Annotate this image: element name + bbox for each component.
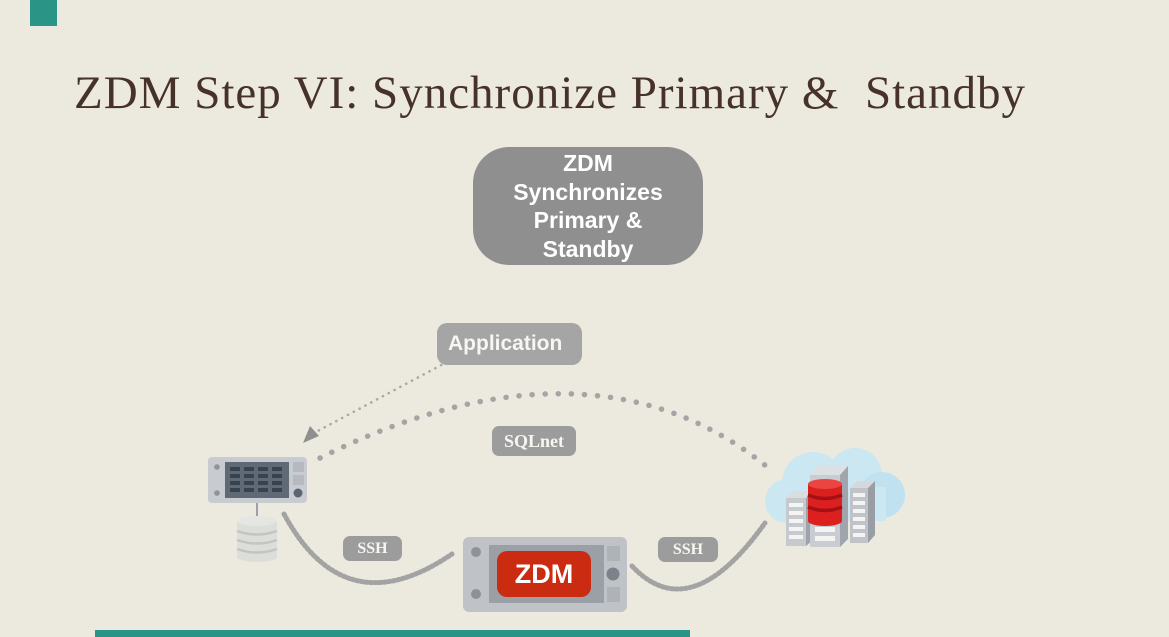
ssh-left-label: SSH xyxy=(343,536,402,561)
teal-accent-bar xyxy=(95,630,690,637)
teal-accent-square xyxy=(30,0,57,26)
application-label: Application xyxy=(437,323,582,365)
page-title: ZDM Step VI: Synchronize Primary & Stand… xyxy=(74,67,1027,119)
ssh-right-label: SSH xyxy=(658,537,718,562)
zdm-label: ZDM xyxy=(515,559,573,589)
database-cylinder-icon xyxy=(236,516,278,562)
sqlnet-label: SQLnet xyxy=(492,426,576,456)
process-step-line: Synchronizes xyxy=(513,178,663,205)
ssh-left-connector xyxy=(281,511,455,586)
zdm-appliance-icon: ZDM xyxy=(463,537,627,612)
server-rack-body xyxy=(208,457,307,503)
server-rack-icon xyxy=(208,457,307,562)
process-step-line: ZDM xyxy=(563,150,613,176)
red-database-icon xyxy=(807,479,843,526)
process-step-box: ZDM Synchronizes Primary & Standby xyxy=(473,147,703,265)
application-arrow-connector xyxy=(303,360,449,443)
arrowhead-icon xyxy=(303,426,319,443)
ssh-right-connector xyxy=(629,520,768,592)
process-step-line: Primary & xyxy=(533,207,643,233)
cloud-database-servers-icon xyxy=(765,448,905,547)
server-tower-left xyxy=(786,491,814,546)
process-step-line: Standby xyxy=(542,235,634,262)
sqlnet-arc-connector xyxy=(317,391,769,469)
zdm-red-panel xyxy=(497,551,591,597)
server-tower-right xyxy=(850,481,875,543)
